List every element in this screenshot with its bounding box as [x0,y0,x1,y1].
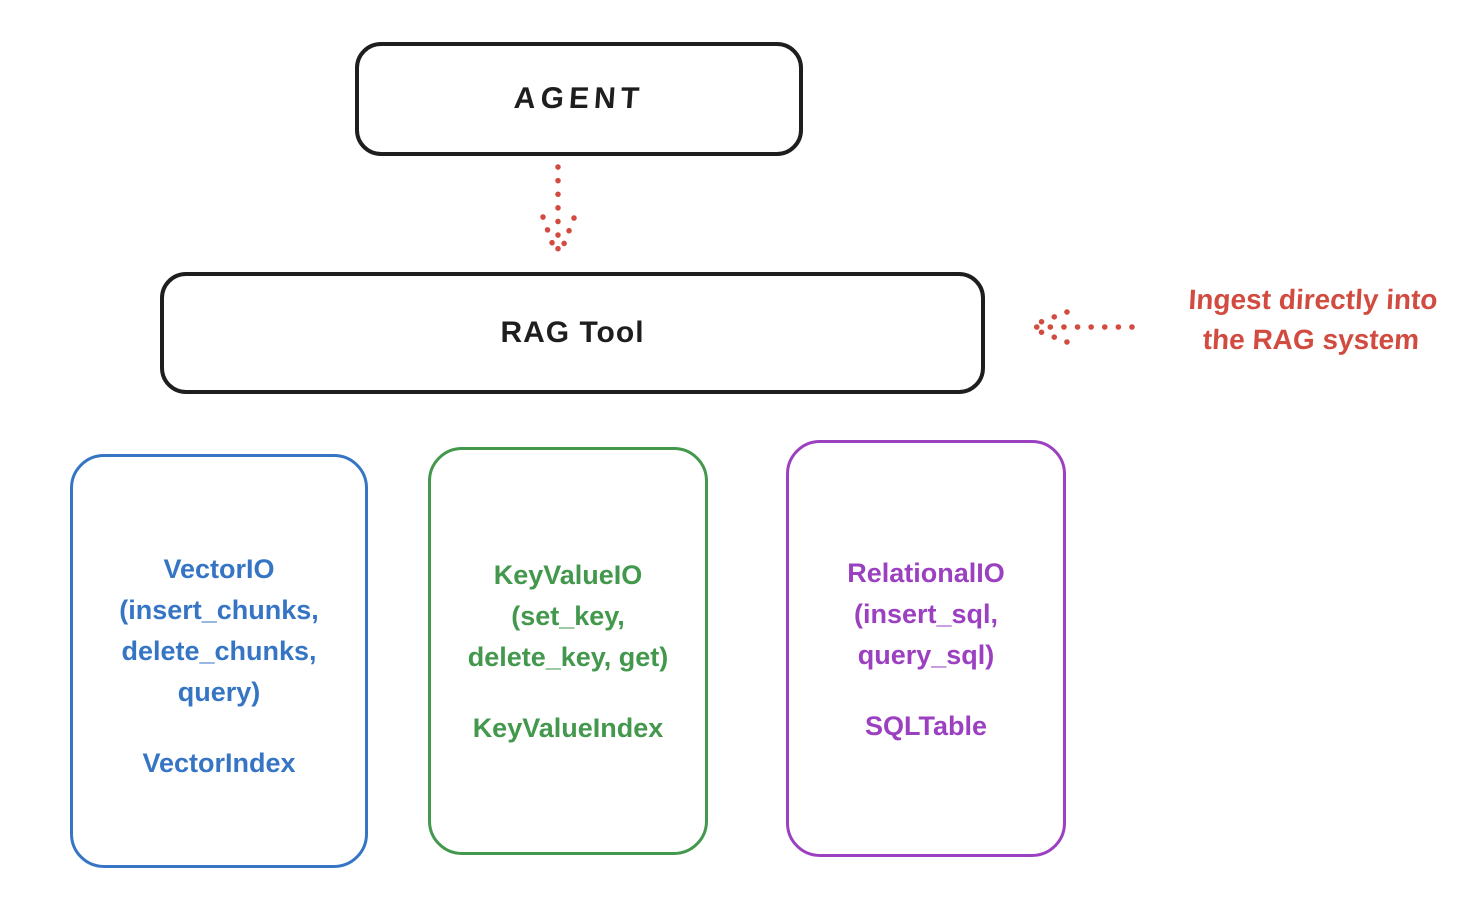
annotation-ingest-note: Ingest directly into the RAG system [1138,280,1484,360]
backend-line: query_sql) [857,640,995,670]
agent-node-label: AGENT [512,82,646,115]
backend-line: RelationalIO [847,558,1005,588]
backend-line: delete_chunks, [121,636,317,666]
rag-tool-node-label: RAG Tool [500,316,645,349]
dotted-arrow-down-icon [540,164,577,259]
backend-line: (set_key, [511,601,625,631]
backend-node-vector-io: VectorIO (insert_chunks, delete_chunks, … [70,454,368,868]
backend-line: KeyValueIO [493,560,643,590]
annotation-line-1: Ingest directly into [1187,284,1439,315]
backend-line: query) [177,677,261,707]
backend-line: VectorIO [163,554,275,584]
backend-line: delete_key, get) [467,642,669,672]
backend-node-key-value-io: KeyValueIO (set_key, delete_key, get) Ke… [428,447,708,855]
backend-line: (insert_chunks, [119,595,319,625]
backend-api-lines: RelationalIO (insert_sql, query_sql) [789,553,1063,676]
backend-index-label: SQLTable [864,711,987,741]
annotation-line-2: the RAG system [1202,324,1420,355]
rag-tool-node: RAG Tool [160,272,985,394]
backend-line: (insert_sql, [853,599,999,629]
dotted-arrow-left-icon [1028,309,1135,345]
backend-index-label: KeyValueIndex [472,713,664,743]
backend-node-relational-io: RelationalIO (insert_sql, query_sql) SQL… [786,440,1066,857]
backend-index-label: VectorIndex [142,748,296,778]
backend-api-lines: KeyValueIO (set_key, delete_key, get) [431,555,705,678]
backend-api-lines: VectorIO (insert_chunks, delete_chunks, … [73,549,365,713]
agent-node: AGENT [355,42,803,156]
